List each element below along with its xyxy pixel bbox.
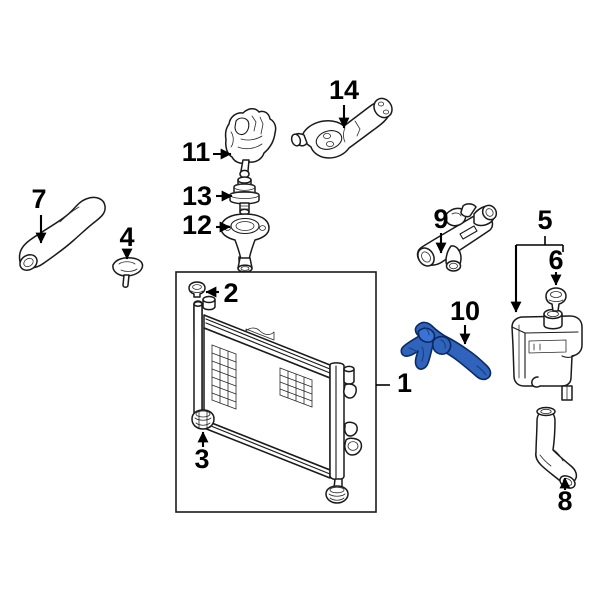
callout-label-5: 5 <box>537 205 552 235</box>
part-3-lower-mount-insulator-secondary[interactable] <box>325 485 349 504</box>
part-4-radiator-bracket[interactable] <box>112 257 144 288</box>
callout-label-6: 6 <box>548 245 563 275</box>
callout-label-7: 7 <box>31 184 46 214</box>
part-13-thermostat[interactable] <box>229 176 260 216</box>
part-9-coolant-crossover-pipe[interactable] <box>415 203 500 272</box>
callout-label-4: 4 <box>119 222 134 252</box>
part-1-radiator-assembly[interactable] <box>193 295 363 493</box>
callout-label-8: 8 <box>557 486 572 516</box>
part-11-water-pump[interactable] <box>224 108 277 179</box>
part-3-radiator-lower-mount-insulator[interactable] <box>191 409 215 430</box>
part-12-thermostat-housing[interactable] <box>220 213 270 273</box>
callout-label-2: 2 <box>223 278 238 308</box>
callout-label-3: 3 <box>194 444 209 474</box>
part-14-water-outlet-pipe[interactable] <box>290 95 395 159</box>
part-5-coolant-reservoir-tank[interactable] <box>511 308 583 401</box>
part-10-water-inlet-pipe[interactable] <box>400 321 492 381</box>
part-8-lower-radiator-hose[interactable] <box>535 406 578 491</box>
callout-label-12: 12 <box>182 210 212 240</box>
part-2-radiator-upper-mount-insulator[interactable] <box>188 281 206 298</box>
part-6-reservoir-cap[interactable] <box>545 287 567 312</box>
callout-label-14: 14 <box>329 75 359 105</box>
part-7-upper-radiator-hose[interactable] <box>17 196 106 273</box>
radiator-assembly-box <box>175 271 377 513</box>
callout-label-9: 9 <box>433 204 448 234</box>
callout-5-leader <box>510 236 564 313</box>
callout-label-13: 13 <box>182 181 212 211</box>
callout-label-1: 1 <box>397 368 412 398</box>
radiator-core-fins <box>211 344 313 410</box>
callout-label-11: 11 <box>182 137 211 167</box>
callout-label-10: 10 <box>450 296 480 326</box>
